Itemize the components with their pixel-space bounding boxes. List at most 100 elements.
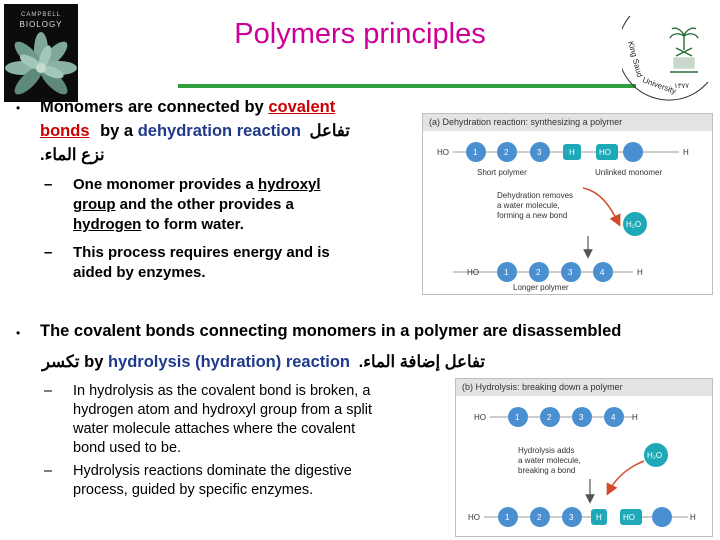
water-arrow — [582, 187, 621, 227]
bullet1-line2: bonds by a dehydration reaction تفاعل — [40, 121, 350, 142]
term-hydrolysis: hydrolysis (hydration) reaction — [107, 353, 351, 371]
longer-polymer-label: Longer polymer — [513, 283, 569, 292]
figure-b-header: (b) Hydrolysis: breaking down a polymer — [456, 379, 712, 396]
term-bonds: bonds — [40, 122, 90, 140]
figure-a-header: (a) Dehydration reaction: synthesizing a… — [423, 114, 712, 131]
term-group: group — [73, 196, 116, 213]
arabic-term-1: تفاعل — [309, 122, 350, 140]
dash-marker: – — [44, 463, 53, 479]
sub4-line: Hydrolysis reactions dominate the digest… — [73, 463, 352, 479]
sub1-text: and the other provides a — [115, 196, 294, 213]
water-label: H₂O — [647, 451, 662, 460]
hydroxyl-label: HO — [623, 513, 635, 522]
hydrogen-label: H — [569, 148, 575, 157]
sub2-line2: aided by enzymes. — [73, 264, 206, 281]
ho-label: HO — [437, 148, 449, 157]
hydrolysis-note: breaking a bond — [518, 466, 575, 475]
monomer-number: 1 — [504, 268, 509, 277]
h-end-label: H — [632, 413, 638, 422]
monomer-number: 3 — [537, 148, 542, 157]
sub1-text: to form water. — [141, 216, 244, 233]
svg-text:King Saud: King Saud — [626, 40, 644, 78]
monomer-number: 1 — [505, 513, 510, 522]
monomer-circle — [561, 262, 581, 282]
monomer-number: 3 — [579, 413, 584, 422]
sub1-text: One monomer provides a — [73, 176, 259, 193]
sub3-line: bond used to be. — [73, 440, 182, 456]
term-dehydration: dehydration reaction — [137, 122, 301, 140]
bullet1-text: Monomers are connected by — [40, 98, 269, 116]
bullet-marker: • — [16, 326, 21, 340]
short-polymer-label: Short polymer — [477, 168, 527, 177]
hydrolysis-diagram: HO 1 2 3 4 H Hydrolysis adds a water mol… — [468, 407, 696, 527]
hydrolysis-figure: (b) Hydrolysis: breaking down a polymer … — [455, 378, 713, 537]
water-label: H₂O — [626, 220, 641, 229]
svg-text:University: University — [641, 75, 677, 95]
monomer-circle — [508, 407, 528, 427]
arabic-term-3: تكسر — [42, 353, 80, 371]
ho-label: HO — [467, 268, 479, 277]
term-covalent: covalent — [268, 98, 336, 116]
monomer-number: 2 — [504, 148, 509, 157]
water-molecule — [623, 212, 647, 236]
monomer-number: 2 — [547, 413, 552, 422]
monomer-number: 2 — [537, 513, 542, 522]
hydroxyl-label: HO — [599, 148, 611, 157]
arabic-term-2: نزع الماء. — [40, 146, 105, 164]
monomer-circle — [540, 407, 560, 427]
monomer-circle — [604, 407, 624, 427]
sub3-line: hydrogen atom and hydroxyl group from a … — [73, 402, 373, 418]
h-end-label: H — [637, 268, 643, 277]
sub3-line: In hydrolysis as the covalent bond is br… — [73, 383, 371, 399]
slide-title: Polymers principles — [234, 18, 486, 50]
sub1-line3: hydrogen to form water. — [73, 215, 244, 234]
monomer-circle — [466, 142, 486, 162]
book-cover-image: CAMPBELL BIOLOGY — [4, 4, 78, 102]
monomer-circle — [572, 407, 592, 427]
sub2-line1: This process requires energy and is — [73, 244, 330, 261]
h-end-label: H — [683, 148, 689, 157]
monomer-circle — [498, 507, 518, 527]
monomer-number: 3 — [568, 268, 573, 277]
water-arrow — [606, 460, 645, 496]
monomer-number: 4 — [600, 268, 605, 277]
hydrogen-box — [563, 144, 581, 160]
arabic-term-4: تفاعل إضافة الماء. — [358, 353, 485, 371]
bullet1-line1: Monomers are connected by covalent — [40, 97, 335, 118]
sub1-line2: group and the other provides a — [73, 195, 294, 214]
monomer-circle — [530, 507, 550, 527]
water-molecule — [644, 443, 668, 467]
dash-marker: – — [44, 244, 53, 261]
ho-label: HO — [468, 513, 480, 522]
title-underline — [178, 84, 636, 88]
bullet2-by: by — [79, 353, 108, 371]
monomer-circle — [562, 507, 582, 527]
bullet2-line2: تكسر by hydrolysis (hydration) reaction … — [42, 352, 485, 373]
hydrolysis-note: Hydrolysis adds — [518, 446, 574, 455]
dash-marker: – — [44, 383, 53, 399]
bullet2-line1: The covalent bonds connecting monomers i… — [40, 322, 622, 340]
university-logo: King Saud University ١٣٧٧ — [622, 15, 709, 101]
sub1-line1: One monomer provides a hydroxyl — [73, 175, 321, 194]
bullet-marker: • — [16, 101, 21, 115]
succulent-plant-icon — [5, 32, 77, 95]
dehydration-note: forming a new bond — [497, 211, 567, 220]
monomer-number: 1 — [473, 148, 478, 157]
hydroxyl-box — [620, 509, 642, 525]
sub3-line: water molecule attaches where the covale… — [73, 421, 356, 437]
dehydration-note: Dehydration removes — [497, 191, 573, 200]
monomer-circle — [497, 142, 517, 162]
monomer-circle — [529, 262, 549, 282]
term-hydroxyl: hydroxyl — [258, 176, 321, 193]
monomer-number: 4 — [611, 413, 616, 422]
ho-label: HO — [474, 413, 486, 422]
monomer-number: 3 — [569, 513, 574, 522]
dehydration-note: a water molecule, — [497, 201, 560, 210]
book-cover-title: BIOLOGY — [19, 20, 63, 29]
hydrogen-label: H — [596, 513, 602, 522]
h-end-label: H — [690, 513, 696, 522]
monomer-number: 2 — [536, 268, 541, 277]
monomer-circle — [497, 262, 517, 282]
sub4-line: process, guided by specific enzymes. — [73, 482, 314, 498]
monomer-circle — [530, 142, 550, 162]
